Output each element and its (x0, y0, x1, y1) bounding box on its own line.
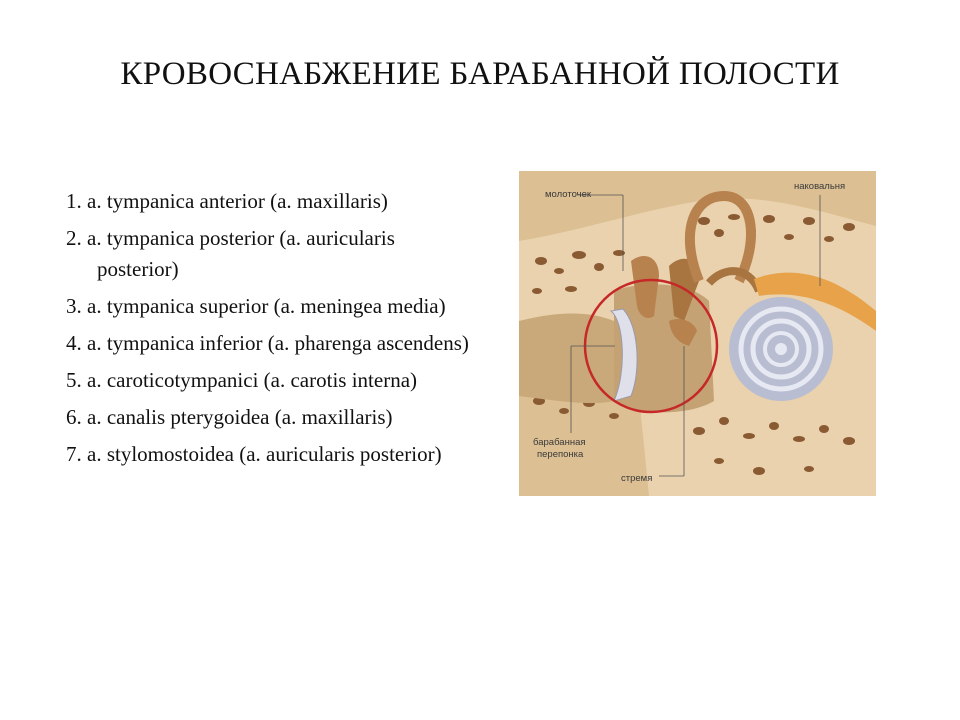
ear-anatomy-icon: молоточек наковальня барабанная перепонк… (519, 171, 876, 496)
label-malleus: молоточек (545, 189, 592, 200)
label-stapes: стремя (621, 473, 652, 484)
upper-bone (519, 171, 876, 241)
artery-item-5: 5. a. caroticotympanici (a. carotis inte… (66, 368, 418, 392)
malleus-shape (631, 256, 659, 318)
semicircular-canal (684, 190, 756, 284)
ear-canal (519, 313, 614, 404)
cochlea-turn-2 (750, 318, 812, 380)
cochlea-center (775, 343, 787, 355)
label-membrane-line1: барабанная (533, 437, 586, 448)
artery-item-1: 1. a. tympanica anterior (a. maxillaris) (66, 189, 388, 213)
cochlea-turn-3 (763, 331, 799, 367)
ear-anatomy-figure: молоточек наковальня барабанная перепонк… (519, 171, 876, 496)
eardrum (609, 308, 638, 402)
cochlea-turn-1 (738, 306, 824, 392)
artery-list: 1. a. tympanica anterior (a. maxillaris)… (66, 186, 476, 476)
tympanic-cavity (614, 284, 714, 413)
artery-item-2: 2. a. tympanica posterior (a. auriculari… (66, 226, 395, 281)
slide-title: КРОВОСНАБЖЕНИЕ БАРАБАННОЙ ПОЛОСТИ (120, 56, 840, 92)
artery-item-7: 7. a. stylomostoidea (a. auricularis pos… (66, 442, 442, 466)
label-membrane-line2: перепонка (537, 449, 584, 460)
nerve-bundle (754, 272, 876, 331)
artery-item-3: 3. a. tympanica superior (a. meningea me… (66, 294, 446, 318)
lower-bone (519, 377, 649, 496)
artery-item-6: 6. a. canalis pterygoidea (a. maxillaris… (66, 405, 393, 429)
artery-item-4: 4. a. tympanica inferior (a. pharenga as… (66, 331, 469, 355)
stapes-shape (669, 319, 697, 346)
spongy-bone-lower (533, 397, 855, 475)
leader-lines (570, 194, 821, 477)
label-incus: наковальня (794, 181, 845, 192)
